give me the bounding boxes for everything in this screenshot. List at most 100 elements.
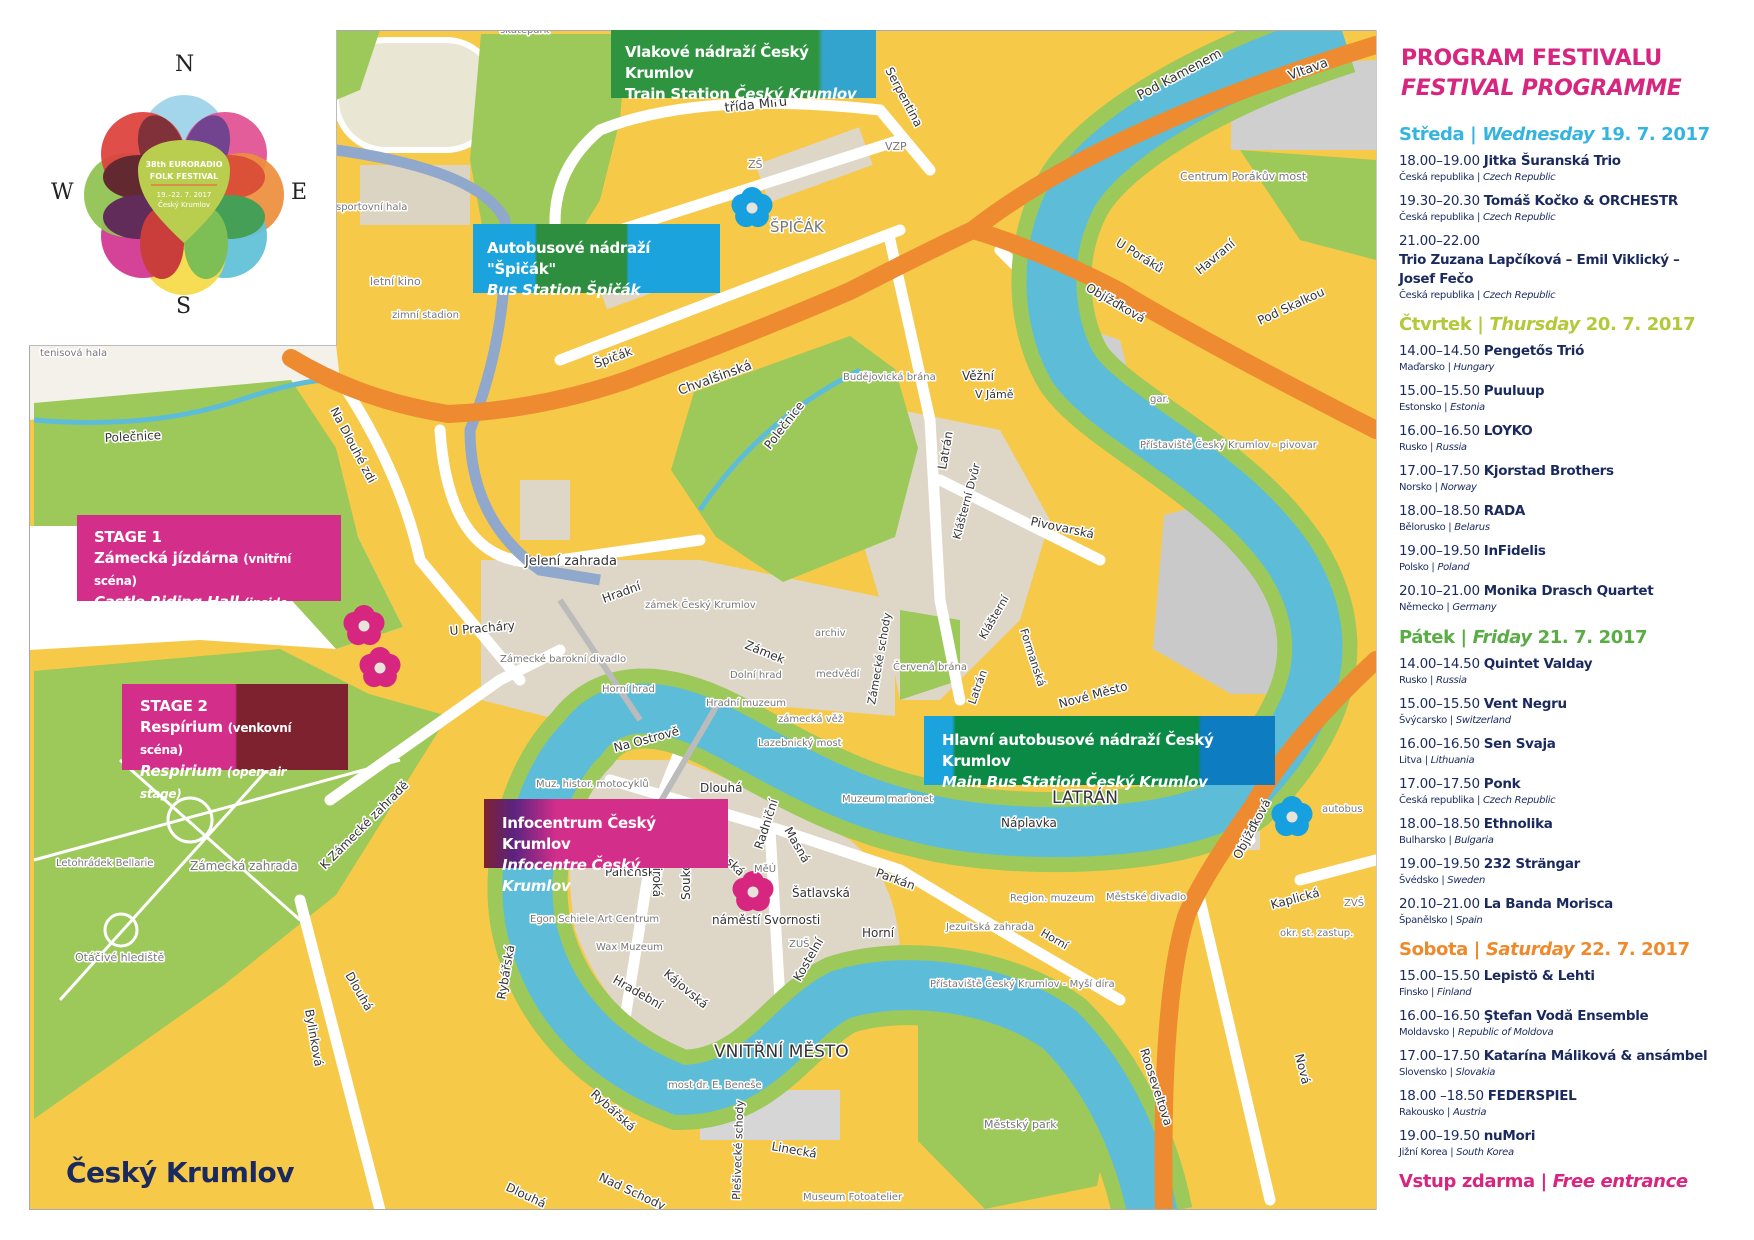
street-label: Muzeum marionet (842, 794, 933, 805)
street-label: most dr. E. Beneše (668, 1079, 762, 1091)
event-performer: Ponk (1483, 776, 1521, 792)
street-label: archiv (815, 628, 846, 639)
street-label: gar. (1150, 394, 1169, 405)
street-label: Přístaviště Český Krumlov - pivovar (1140, 438, 1318, 451)
event-country-cz: Švédsko (1399, 875, 1439, 886)
street-label: Náplavka (1001, 816, 1057, 830)
event-country-cz: Česká republika (1399, 172, 1475, 183)
event-country-en: Germany (1452, 602, 1497, 613)
event-performer: Katarína Máliková & ansámbel (1483, 1048, 1708, 1064)
day-cz: Sobota (1399, 939, 1468, 960)
event-time: 16.00–16.50 (1399, 736, 1480, 752)
stage1-label[interactable]: STAGE 1 Zámecká jízdárna (vnitřní scéna)… (77, 515, 341, 632)
event-country-cz: Rakousko (1399, 1107, 1445, 1118)
logo-text: Český Krumlov (158, 200, 210, 209)
logo-text: FOLK FESTIVAL (150, 172, 218, 181)
event-country-cz: Bělorusko (1399, 522, 1446, 533)
train-station-label[interactable]: Vlakové nádraží Český Krumlov Train Stat… (611, 30, 876, 103)
stage2-label[interactable]: STAGE 2 Respírium (venkovní scéna) Respi… (122, 684, 348, 801)
event-country-cz: Maďarsko (1399, 362, 1445, 373)
event-performer: LOYKO (1483, 423, 1533, 439)
event-country-cz: Estonsko (1399, 402, 1442, 413)
street-label: Zámecká zahrada (190, 859, 298, 873)
street-label: autobus (1322, 804, 1362, 815)
free-entrance-en: Free entrance (1552, 1171, 1688, 1192)
street-label: zimní stadion (392, 309, 459, 321)
programme-event: 17.00–17.50 Katarína Máliková & ansámbel… (1399, 1048, 1708, 1078)
programme-panel: PROGRAM FESTIVALU FESTIVAL PROGRAMME Stř… (1376, 30, 1725, 1210)
infocentre-cz: Infocentrum Český Krumlov (502, 814, 656, 853)
street-label: Egon Schiele Art Centrum (530, 914, 659, 925)
day-date: 22. 7. 2017 (1580, 939, 1690, 960)
infocentre-label[interactable]: Infocentrum Český Krumlov Infocentre Čes… (484, 799, 728, 895)
street-label: ŠPIČÁK (770, 217, 825, 236)
street-label: V Jámě (975, 388, 1014, 401)
event-country-cz: Švýcarsko (1399, 715, 1447, 726)
festival-flower-logo: 38th EURORADIO FOLK FESTIVAL 19.–22. 7. … (84, 95, 284, 295)
bus-station-spicak-en: Bus Station Špičák (487, 281, 641, 299)
street-label: MěÚ (754, 862, 776, 875)
event-country-en: Russia (1435, 675, 1467, 686)
stage1-en: Castle Riding Hall (94, 593, 239, 611)
event-country-cz: Rusko (1399, 675, 1428, 686)
river-vltava (502, 30, 1351, 1210)
programme-title-cz: PROGRAM FESTIVALU (1401, 46, 1662, 71)
day-en: Friday (1472, 627, 1533, 648)
main-roads (282, 36, 1376, 1210)
street-label: Dolní hrad (730, 669, 782, 681)
bus-station-spicak-label[interactable]: Autobusové nádraží "Špičák" Bus Station … (473, 224, 720, 299)
event-time: 15.00–15.50 (1399, 383, 1480, 399)
logo-text: 19.–22. 7. 2017 (157, 191, 212, 199)
event-time: 16.00–16.50 (1399, 1008, 1480, 1024)
event-country-en: Poland (1437, 562, 1470, 573)
train-station-en-town: Český Krumlov (734, 85, 857, 103)
event-time: 20.10–21.00 (1399, 896, 1480, 912)
main-bus-station-label[interactable]: Hlavní autobusové nádraží Český Krumlov … (924, 716, 1275, 791)
event-country-cz: Slovensko (1399, 1067, 1447, 1078)
event-performer: nuMori (1483, 1128, 1536, 1144)
stage2-title: STAGE 2 (140, 697, 208, 715)
event-country-cz: Norsko (1399, 482, 1432, 493)
event-country-cz: Polsko (1399, 562, 1429, 573)
event-country-en: Russia (1435, 442, 1467, 453)
day-date: 19. 7. 2017 (1600, 124, 1710, 145)
bus-station-marker-icon[interactable] (731, 187, 773, 228)
event-performer: La Banda Morisca (1483, 896, 1614, 912)
bus-station-marker-icon[interactable] (1271, 796, 1313, 837)
infocentre-marker-icon[interactable] (732, 871, 774, 912)
event-performer: Sen Svaja (1483, 736, 1556, 752)
street-label: sportovní hala (336, 201, 407, 213)
event-country-en: Bulgaria (1454, 835, 1494, 846)
event-performer: Quintet Valday (1483, 656, 1593, 672)
street-label: Městské divadlo (1106, 891, 1186, 903)
stage2-en-note: (open-air stage) (140, 765, 287, 801)
event-time: 21.00–22.00 (1399, 233, 1480, 249)
logo-text: 38th EURORADIO (145, 160, 222, 169)
event-country-en: Republic of Moldova (1457, 1027, 1554, 1038)
free-entrance-cz: Vstup zdarma (1399, 1171, 1535, 1192)
event-country-en: Spain (1455, 915, 1483, 926)
stage-marker-icon[interactable] (359, 647, 401, 688)
compass-east: E (291, 180, 308, 205)
day-en: Wednesday (1482, 124, 1595, 145)
street-label: Region. muzeum (1010, 893, 1094, 904)
street-label: Zámecké barokní divadlo (500, 653, 626, 665)
stage-marker-icon[interactable] (343, 605, 385, 646)
event-performer: 232 Strängar (1483, 856, 1581, 872)
event-country-cz: Rusko (1399, 442, 1428, 453)
day-heading: Středa | Wednesday 19. 7. 2017 (1399, 124, 1710, 145)
main-bus-station-cz: Hlavní autobusové nádraží Český Krumlov (942, 731, 1214, 770)
